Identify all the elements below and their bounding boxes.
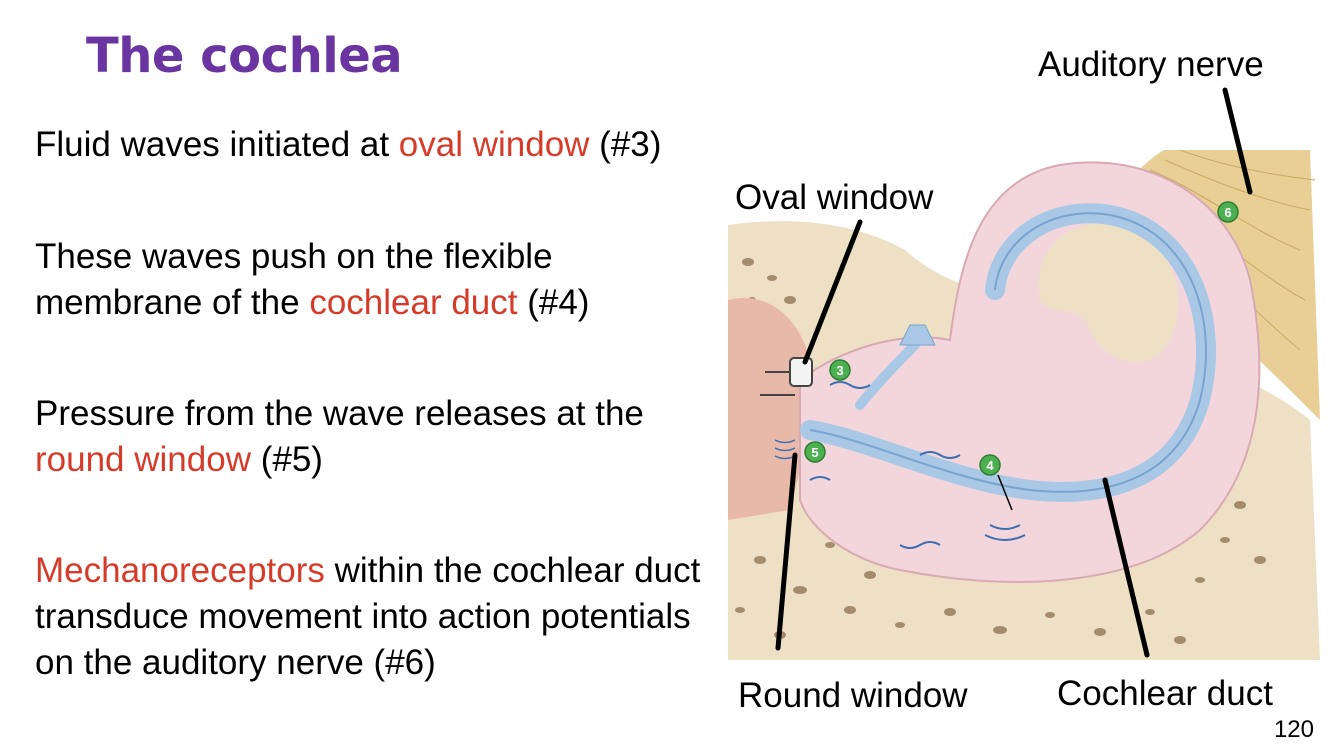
bullet-text: Pressure from the wave releases at the: [35, 394, 644, 433]
svg-text:3: 3: [836, 363, 843, 378]
label-round-window: Round window: [738, 676, 968, 715]
label-auditory-nerve: Auditory nerve: [1038, 45, 1264, 84]
middle-ear-tissue: [728, 298, 811, 520]
bullet-text: (#5): [250, 440, 323, 479]
highlight-term: cochlear duct: [309, 283, 518, 322]
leader-oval-window: [802, 219, 863, 365]
flow-arrows: [809, 381, 1026, 549]
marker-5: 5: [804, 441, 826, 463]
duct-outline: [809, 212, 1207, 493]
bullet-round-window: Pressure from the wave releases at the r…: [35, 391, 725, 483]
highlight-term: oval window: [398, 125, 590, 164]
leader-lines: [775, 87, 1253, 658]
leader-cochlear-duct: [1102, 477, 1150, 658]
bullet-cochlear-duct: These waves push on the flexible membran…: [35, 234, 655, 326]
bullet-mechanoreceptors: Mechanoreceptors within the cochlear duc…: [35, 548, 715, 686]
marker-6: 6: [1217, 201, 1239, 223]
svg-text:4: 4: [986, 458, 994, 473]
bullet-text: Fluid waves initiated at: [35, 125, 399, 164]
bullet-text: within the cochlear duct transduce movem…: [35, 551, 701, 682]
label-oval-window: Oval window: [735, 178, 934, 217]
bullet-text: (#4): [517, 283, 590, 322]
svg-text:6: 6: [1224, 205, 1231, 220]
highlight-term: Mechanoreceptors: [35, 551, 325, 590]
leader-round-window: [775, 452, 798, 651]
bullet-oval-window: Fluid waves initiated at oval window (#3…: [35, 122, 735, 168]
marker-3: 3: [829, 359, 851, 381]
label-cochlear-duct: Cochlear duct: [1057, 674, 1273, 713]
page-number: 120: [1273, 716, 1314, 743]
cochlea-spiral-core: [1038, 223, 1179, 363]
vestibule-branch: [855, 340, 920, 410]
svg-text:5: 5: [811, 445, 818, 460]
bullet-text: These waves push on the flexible membran…: [35, 237, 553, 322]
semicircular-stub: [899, 324, 936, 346]
leader-auditory-nerve: [1222, 87, 1253, 195]
highlight-term: round window: [35, 440, 251, 479]
slide-title: The cochlea: [86, 28, 403, 84]
marker-4: 4: [979, 454, 1013, 511]
stapes: [760, 357, 813, 396]
bullet-text: (#3): [589, 125, 662, 164]
